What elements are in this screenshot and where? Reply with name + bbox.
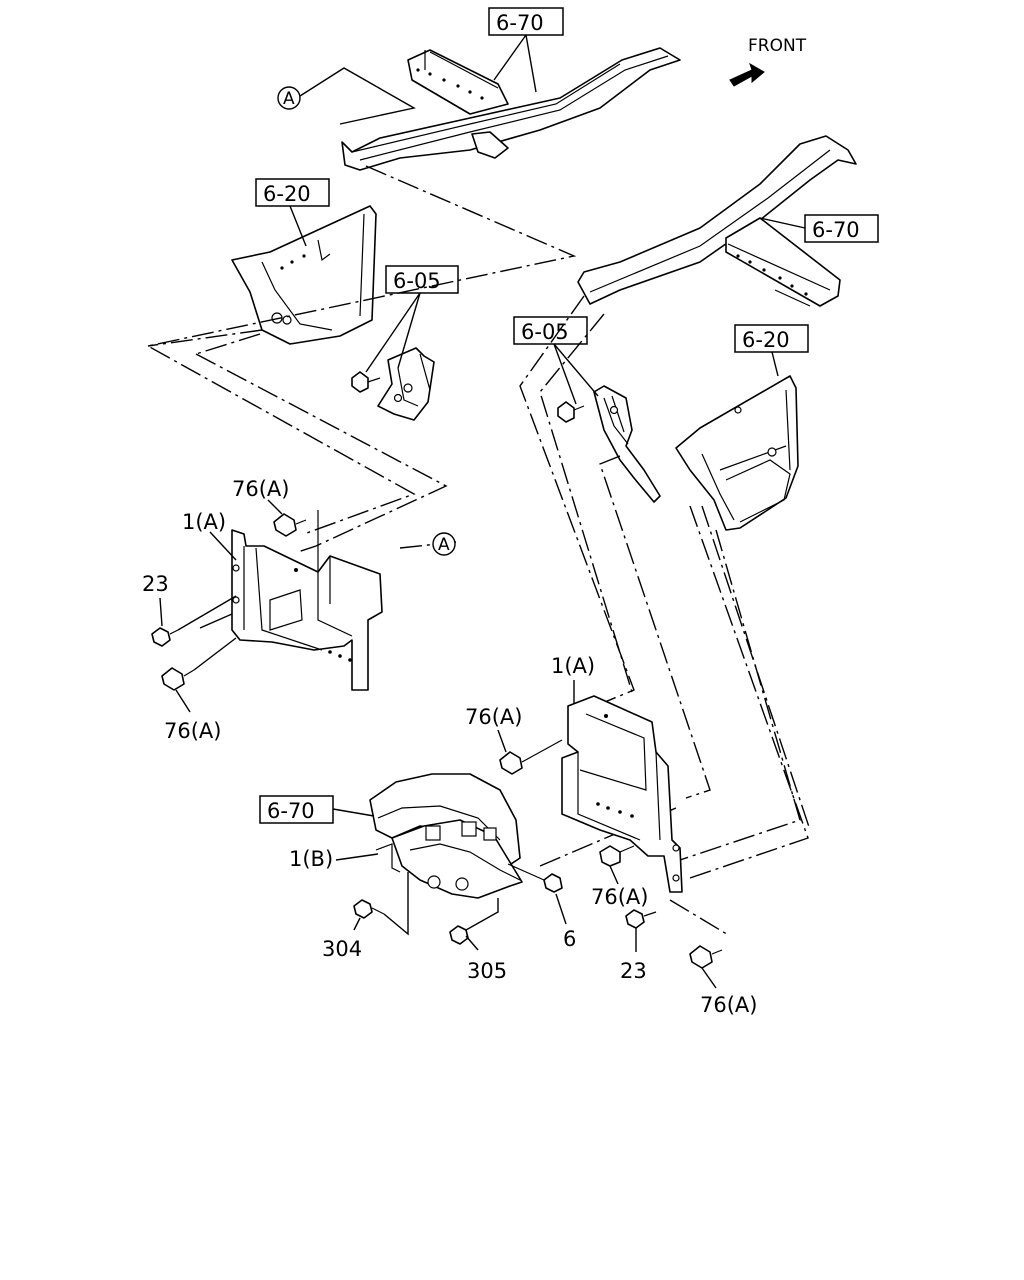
label-76a-left-top: 76(A) — [232, 477, 289, 515]
svg-text:6-20: 6-20 — [263, 182, 311, 206]
svg-text:A: A — [283, 89, 295, 109]
wheel-apron-right — [675, 375, 799, 531]
svg-text:1(A): 1(A) — [182, 510, 226, 534]
svg-text:6-05: 6-05 — [521, 320, 569, 344]
callout-frame-top: 6-70 — [488, 7, 564, 93]
bracket-left — [377, 347, 435, 421]
svg-text:1(B): 1(B) — [289, 847, 333, 871]
bolt-76a-left-bottom-icon — [161, 667, 195, 691]
front-arrow-icon — [729, 62, 765, 87]
frame-rail-right — [577, 135, 857, 307]
svg-text:6-20: 6-20 — [742, 328, 790, 352]
svg-text:305: 305 — [467, 959, 507, 983]
reference-a-top: A — [277, 67, 416, 125]
svg-text:1(A): 1(A) — [551, 654, 595, 678]
svg-text:76(A): 76(A) — [465, 705, 522, 729]
front-label: FRONT — [748, 36, 807, 56]
label-76a-right-top: 76(A) — [465, 705, 522, 753]
callout-frame-right: 6-70 — [759, 214, 879, 243]
reference-a-middle: A — [432, 532, 456, 556]
label-305: 305 — [465, 898, 507, 983]
callout-apron-right: 6-20 — [734, 324, 809, 377]
callout-apron-left: 6-20 — [255, 178, 330, 247]
label-1a-right: 1(A) — [551, 654, 595, 704]
svg-text:6-70: 6-70 — [812, 218, 860, 242]
svg-text:76(A): 76(A) — [232, 477, 289, 501]
bolt-right-bracket-icon — [557, 401, 585, 423]
splash-panel-right — [561, 695, 683, 893]
bolt-304-icon — [353, 899, 385, 919]
bracket-right — [593, 385, 661, 503]
svg-text:23: 23 — [620, 959, 647, 983]
label-6: 6 — [555, 893, 576, 951]
svg-text:6: 6 — [563, 927, 576, 951]
callout-bracket-left: 6-05 — [365, 265, 459, 373]
bolt-76a-left-top-icon — [273, 513, 307, 537]
label-304: 304 — [322, 872, 409, 961]
nut-6-icon — [507, 863, 563, 893]
wheel-apron-left — [231, 205, 377, 345]
label-23-left: 23 — [142, 572, 237, 631]
splash-panel-left — [231, 510, 383, 691]
bolt-76a-right-top-icon — [499, 739, 563, 775]
svg-text:6-70: 6-70 — [496, 11, 544, 35]
svg-text:6-70: 6-70 — [267, 799, 315, 823]
label-1a-left: 1(A) — [182, 510, 237, 561]
bolt-23-right-icon — [625, 909, 657, 929]
svg-text:76(A): 76(A) — [700, 993, 757, 1017]
label-76a-left-bottom: 76(A) — [164, 613, 237, 743]
bolt-76a-right-bottom-icon — [689, 945, 723, 969]
svg-text:23: 23 — [142, 572, 169, 596]
bolt-305-icon — [449, 925, 469, 945]
frame-rail-top — [341, 47, 681, 171]
bolt-left-bracket-icon — [351, 371, 381, 393]
front-direction-indicator: FRONT — [729, 36, 807, 87]
svg-text:A: A — [438, 535, 450, 555]
bracket-1b — [375, 819, 523, 899]
label-76a-right-mid: 76(A) — [591, 865, 648, 909]
label-76a-right-bottom: 76(A) — [700, 967, 757, 1017]
svg-text:76(A): 76(A) — [164, 719, 221, 743]
svg-text:76(A): 76(A) — [591, 885, 648, 909]
bolt-76a-right-mid-icon — [599, 845, 635, 867]
callout-bracket-right: 6-05 — [513, 316, 599, 405]
label-23-right: 23 — [620, 928, 647, 983]
callout-frame-bottom: 6-70 — [259, 795, 375, 824]
svg-text:304: 304 — [322, 937, 362, 961]
label-1b: 1(B) — [289, 847, 379, 871]
bolt-23-left-icon — [151, 627, 179, 647]
